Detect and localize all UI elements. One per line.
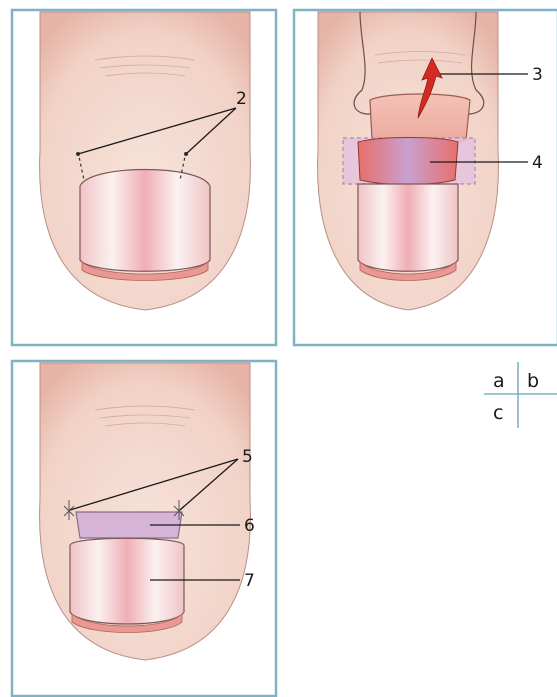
callout-4: 4 [532, 153, 543, 173]
panel-a: 2 [12, 10, 276, 345]
callout-5: 5 [242, 447, 253, 467]
lifted-nail-fold [370, 94, 470, 145]
panel-c: 5 6 7 [12, 361, 276, 696]
germinal-matrix [358, 138, 458, 185]
panel-key: a b c [484, 362, 557, 428]
nail-c [70, 538, 184, 624]
panel-key-b: b [527, 370, 539, 392]
callout-2: 2 [236, 89, 247, 109]
callout-7: 7 [244, 571, 255, 591]
callout-6: 6 [244, 516, 255, 536]
panel-key-c: c [493, 402, 503, 424]
callout-3: 3 [532, 65, 543, 85]
panel-key-a: a [493, 370, 505, 392]
nail-a [80, 170, 210, 272]
panel-b: 3 4 [294, 10, 557, 345]
nail-b [358, 184, 458, 271]
